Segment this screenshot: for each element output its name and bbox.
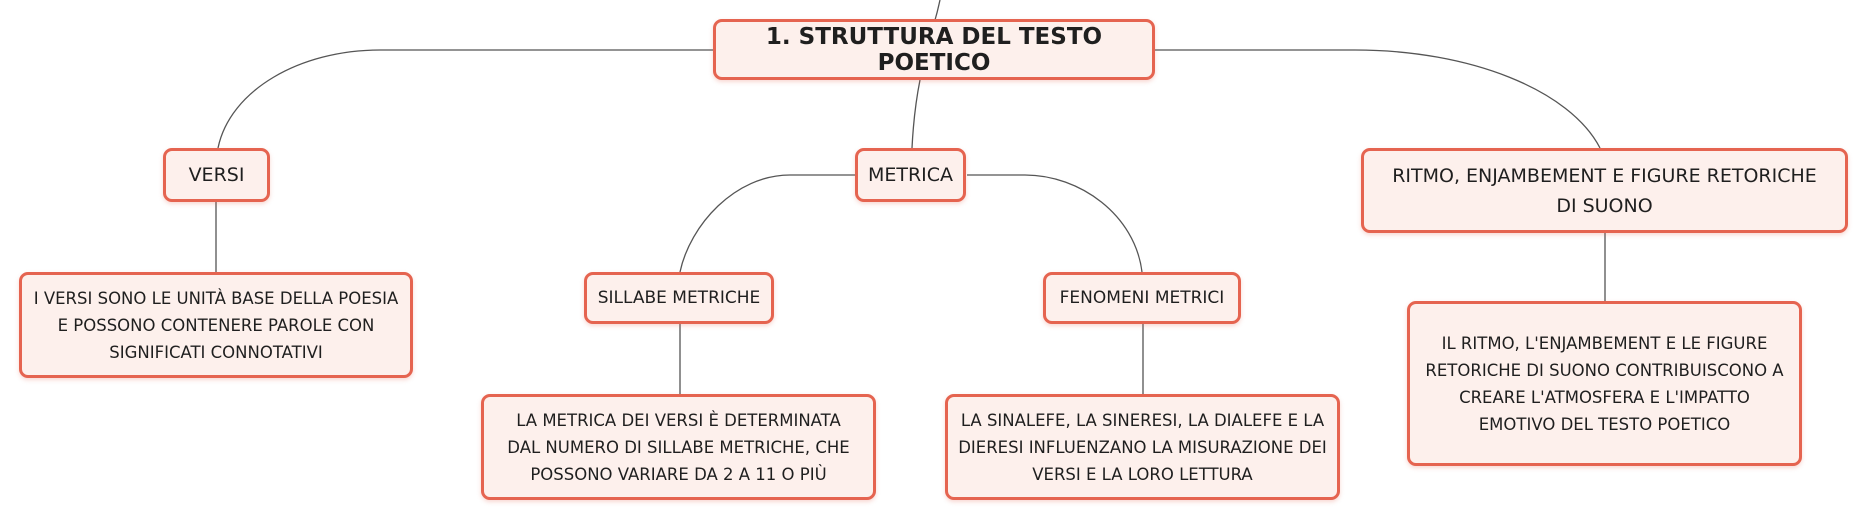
node-sillabe[interactable]: SILLABE METRICHE [584,272,774,324]
connector-root-ritmo [1155,49,1601,149]
node-sillabe-label: SILLABE METRICHE [597,288,761,308]
node-versi-label: VERSI [188,164,245,186]
node-ritmo[interactable]: RITMO, ENJAMBEMENT E FIGURE RETORICHE DI… [1361,148,1848,233]
root-node-label: 1. STRUTTURA DEL TESTO POETICO [765,23,1103,76]
node-versi-detail-text: I VERSI SONO LE UNITÀ BASE DELLA POESIA … [33,288,399,362]
connector-metrica-sillabe [679,174,857,273]
node-metrica[interactable]: METRICA [855,148,966,202]
node-versi[interactable]: VERSI [163,148,270,202]
connector-root-metrica [911,79,921,149]
node-fenomeni-detail-text: LA SINALEFE, LA SINERESI, LA DIALEFE E L… [958,410,1327,484]
node-versi-detail[interactable]: I VERSI SONO LE UNITÀ BASE DELLA POESIA … [19,272,413,378]
node-fenomeni[interactable]: FENOMENI METRICI [1043,272,1241,324]
node-ritmo-label: RITMO, ENJAMBEMENT E FIGURE RETORICHE DI… [1392,164,1817,217]
node-fenomeni-label: FENOMENI METRICI [1059,288,1225,308]
node-sillabe-detail-text: LA METRICA DEI VERSI È DETERMINATA DAL N… [507,410,850,484]
node-ritmo-detail[interactable]: IL RITMO, L'ENJAMBEMENT E LE FIGURE RETO… [1407,301,1802,466]
node-ritmo-detail-text: IL RITMO, L'ENJAMBEMENT E LE FIGURE RETO… [1425,333,1784,434]
root-node[interactable]: 1. STRUTTURA DEL TESTO POETICO [713,19,1155,80]
node-fenomeni-detail[interactable]: LA SINALEFE, LA SINERESI, LA DIALEFE E L… [945,394,1340,500]
node-sillabe-detail[interactable]: LA METRICA DEI VERSI È DETERMINATA DAL N… [481,394,876,500]
connector-metrica-fenomeni [967,174,1143,273]
node-metrica-label: METRICA [867,164,954,186]
connector-root-versi [217,49,715,149]
connector-root-parent [934,0,941,21]
